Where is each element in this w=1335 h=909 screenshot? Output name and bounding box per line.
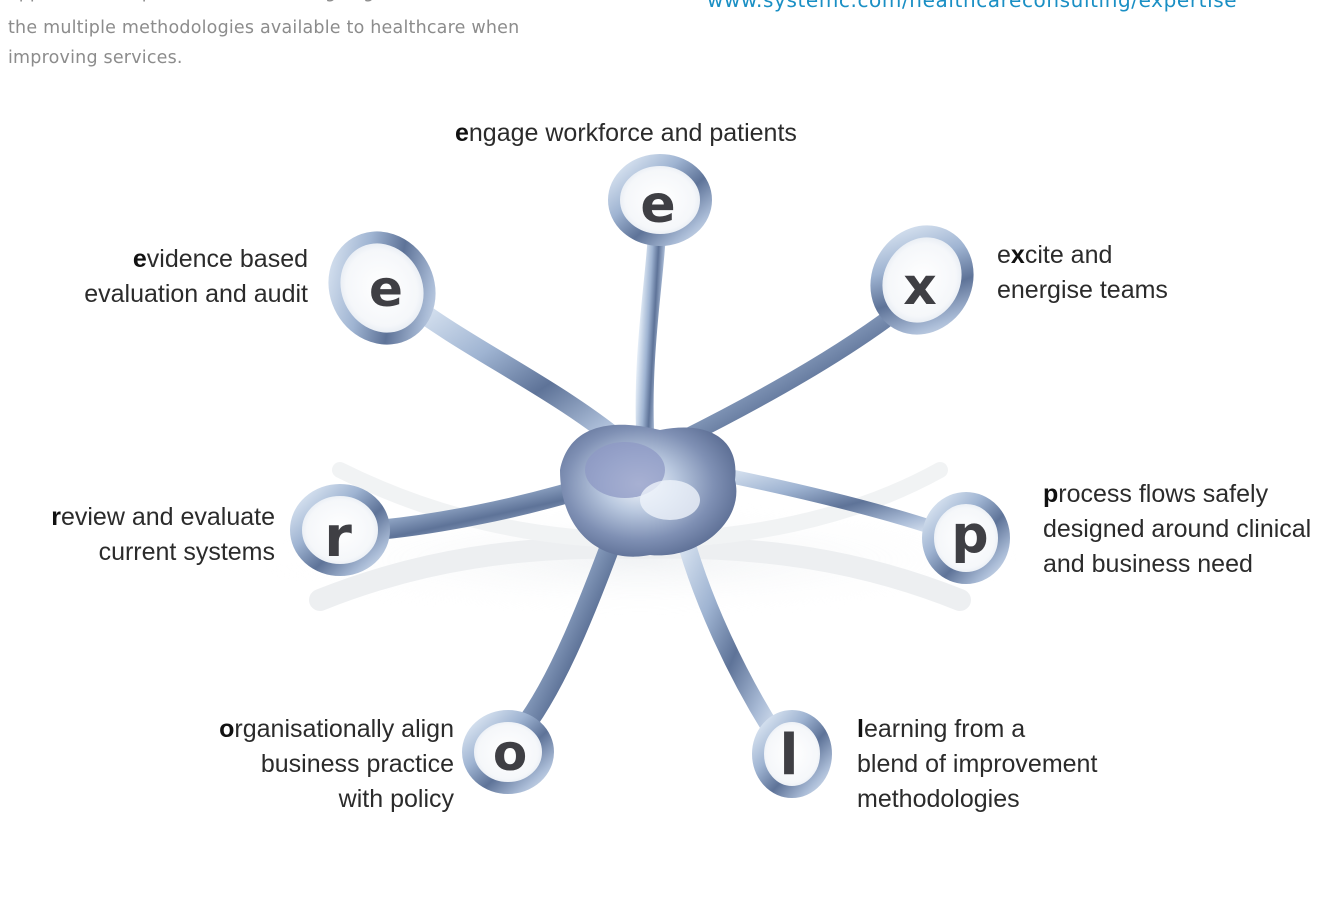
intro-paragraph: the multiple methodologies available to …: [8, 13, 608, 73]
label-lower-left-line2: business practice: [260, 750, 454, 778]
label-lower-left-rest: rganisationally align: [234, 715, 454, 743]
label-right-line3: and business need: [1043, 550, 1253, 578]
ring-upper-right: x: [870, 225, 974, 335]
ring-lower-right: l: [752, 710, 832, 798]
label-right-rest: rocess flows safely: [1058, 480, 1269, 508]
label-lower-right-bold: l: [857, 715, 864, 743]
expertise-link[interactable]: www.systemc.com/healthcareconsulting/exp…: [707, 0, 1238, 12]
ring-right: p: [922, 492, 1010, 584]
ring-letter-upper-right: x: [903, 257, 937, 317]
label-upper-right-rest: cite and: [1024, 241, 1113, 269]
label-left-rest: eview and evaluate: [60, 503, 275, 531]
label-lower-right-rest: earning from a: [863, 715, 1026, 743]
label-lower-right: learning from a blend of improvement met…: [857, 712, 1097, 817]
label-right-line2: designed around clinical: [1043, 515, 1312, 543]
label-upper-left-rest: vidence based: [146, 245, 308, 273]
label-lower-right-line3: methodologies: [857, 785, 1020, 813]
label-right-bold: p: [1043, 480, 1059, 508]
label-top-bold: e: [455, 119, 469, 147]
ring-left: r: [290, 484, 390, 576]
ring-letter-lower-left: o: [493, 724, 527, 782]
label-lower-left: organisationally align business practice…: [180, 712, 454, 817]
ring-letter-left: r: [324, 505, 352, 570]
label-left-line2: current systems: [98, 538, 275, 566]
ring-lower-left: o: [462, 710, 554, 794]
label-upper-left-bold: e: [132, 245, 147, 273]
ring-top: e: [608, 154, 712, 246]
label-upper-right: excite and energise teams: [997, 238, 1168, 308]
label-upper-left-line2: evaluation and audit: [84, 280, 308, 308]
label-lower-right-line2: blend of improvement: [857, 750, 1098, 778]
label-lower-left-bold: o: [219, 715, 235, 743]
label-upper-right-line2: energise teams: [997, 276, 1168, 304]
intro-line-2: improving services.: [8, 48, 183, 68]
ring-letter-upper-left: e: [369, 260, 403, 318]
ring-letter-right: p: [951, 505, 988, 565]
intro-line-1: the multiple methodologies available to …: [8, 18, 520, 38]
intro-cropped-line: approaches, expertise, and knowledge aga…: [8, 0, 401, 8]
label-top-rest: ngage workforce and patients: [468, 119, 797, 147]
label-left-bold: r: [51, 503, 61, 531]
label-lower-left-line3: with policy: [338, 785, 454, 813]
label-upper-left: evidence based evaluation and audit: [52, 242, 308, 312]
label-left: review and evaluate current systems: [20, 500, 275, 570]
ring-letter-lower-right: l: [779, 723, 798, 788]
molecule-hub: [560, 424, 737, 557]
label-top: engage workforce and patients: [455, 116, 797, 151]
label-upper-right-pre: e: [997, 241, 1011, 269]
label-upper-right-bold: x: [1010, 241, 1025, 269]
ring-upper-left: e: [328, 231, 436, 345]
label-right: process flows safely designed around cli…: [1043, 477, 1335, 582]
ring-letter-top: e: [640, 175, 675, 235]
